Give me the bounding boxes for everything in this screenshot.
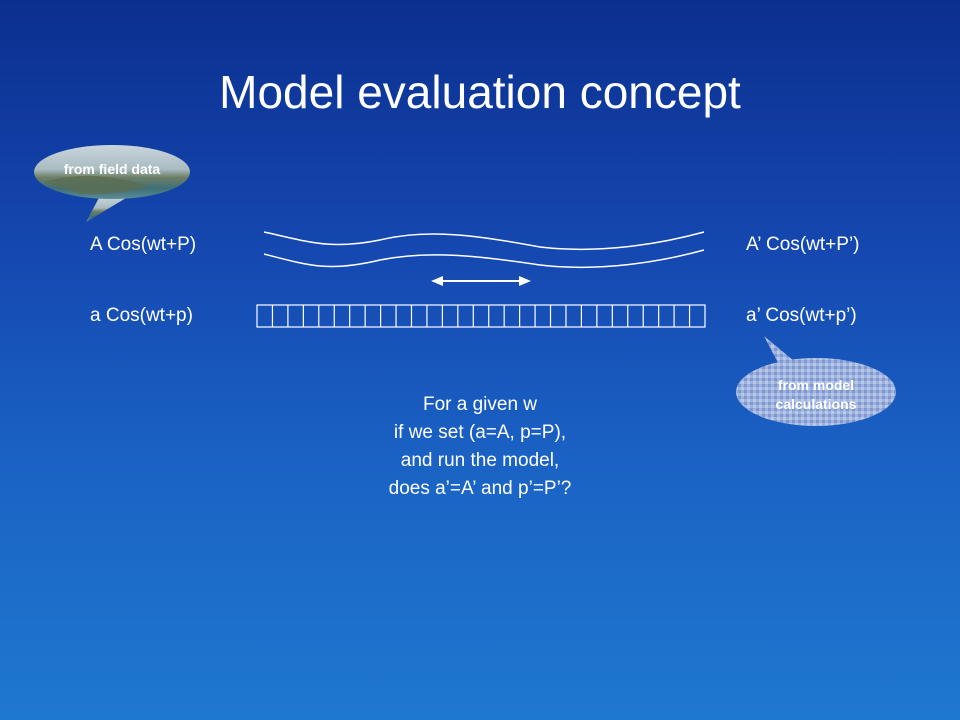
field-input-equation: A Cos(wt+P) — [90, 234, 197, 255]
model-output-equation: a’ Cos(wt+p’) — [746, 305, 857, 326]
model-grid-outline — [256, 304, 706, 328]
field-data-callout — [34, 145, 190, 222]
question-line-2: if we set (a=A, p=P), — [393, 422, 567, 443]
field-output-equation: A’ Cos(wt+P’) — [746, 234, 860, 255]
model-callout-line-2: calculations — [775, 396, 857, 412]
page-title: Model evaluation concept — [219, 66, 741, 118]
field-data-label: from field data — [63, 161, 161, 177]
question-line-3: and run the model, — [400, 450, 560, 471]
channel-bottom-bank — [263, 249, 705, 269]
channel-top-bank — [263, 231, 705, 251]
double-arrow — [431, 276, 531, 286]
question-line-4: does a’=A’ and p’=P’? — [388, 478, 572, 499]
model-callout-label: from model calculations — [746, 376, 886, 414]
question-line-1: For a given w — [422, 394, 538, 415]
model-callout — [736, 336, 896, 426]
evaluation-question: For a given w if we set (a=A, p=P), and … — [330, 391, 630, 503]
field-channel — [263, 231, 705, 269]
model-grid — [256, 304, 706, 328]
model-callout-line-1: from model — [777, 377, 855, 393]
model-input-equation: a Cos(wt+p) — [90, 305, 193, 326]
